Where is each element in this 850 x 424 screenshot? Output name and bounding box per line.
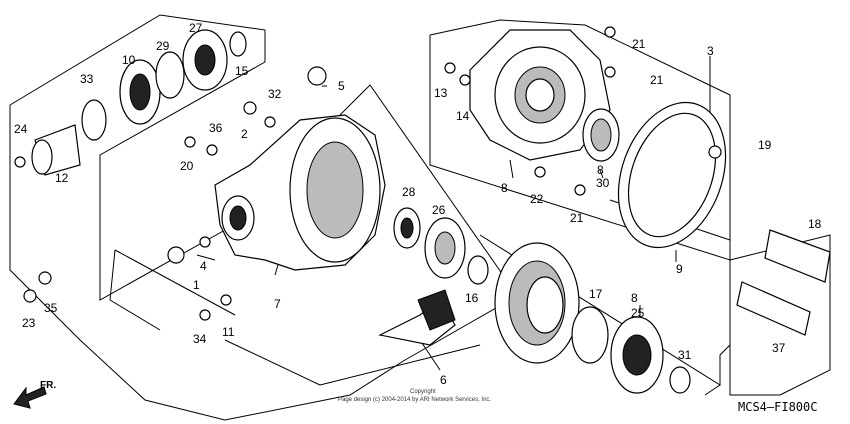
callout-21-top: 21 xyxy=(632,37,646,51)
pinion-bearing-stack xyxy=(31,29,247,176)
callout-2: 2 xyxy=(241,127,248,141)
callout-33: 33 xyxy=(80,72,94,86)
callout-26: 26 xyxy=(432,203,446,217)
callout-8-bearing: 8 xyxy=(631,291,638,305)
callout-19: 19 xyxy=(758,138,772,152)
copyright-line-2: Page design (c) 2004-2014 by ARI Network… xyxy=(338,397,491,403)
ring-gear xyxy=(494,242,580,364)
callout-34: 34 xyxy=(193,332,207,346)
callout-21-mid: 21 xyxy=(650,73,664,87)
callout-10: 10 xyxy=(122,53,136,67)
callout-30: 30 xyxy=(596,176,610,190)
callout-31: 31 xyxy=(678,348,692,362)
lower-bearings xyxy=(571,306,691,394)
callout-6: 6 xyxy=(440,373,447,387)
callout-32: 32 xyxy=(268,87,282,101)
final-drive-housing xyxy=(214,114,386,271)
callout-27: 27 xyxy=(189,21,203,35)
callout-29: 29 xyxy=(156,39,170,53)
wheel-studs xyxy=(736,229,831,336)
callout-18: 18 xyxy=(808,217,822,231)
copyright-line-1: Copyright xyxy=(410,389,436,395)
callout-12: 12 xyxy=(55,171,69,185)
callout-labels: 1 2 3 4 5 6 7 8 8 8 9 10 11 12 13 14 15 … xyxy=(14,21,822,387)
group-outlines xyxy=(9,14,831,421)
direction-label: FR. xyxy=(40,380,56,391)
callout-4: 4 xyxy=(200,259,207,273)
front-direction-arrow-icon xyxy=(13,386,47,409)
diagram-code: MCS4—FI800C xyxy=(738,400,817,414)
callout-21-low: 21 xyxy=(570,211,584,225)
callout-17: 17 xyxy=(589,287,603,301)
callout-22: 22 xyxy=(530,192,544,206)
callout-15: 15 xyxy=(235,64,249,78)
callout-8-flange: 8 xyxy=(501,181,508,195)
callout-8-seal: 8 xyxy=(597,163,604,177)
ring-gear-cover xyxy=(617,101,727,249)
callout-16: 16 xyxy=(465,291,479,305)
callout-23: 23 xyxy=(22,316,36,330)
callout-37: 37 xyxy=(772,341,786,355)
callout-1: 1 xyxy=(193,278,200,292)
pinion-gear xyxy=(378,289,456,346)
callout-11: 11 xyxy=(222,325,235,339)
oil-seal-upper-inner xyxy=(590,118,612,152)
callout-25: 25 xyxy=(631,306,645,320)
callout-5: 5 xyxy=(338,79,345,93)
callout-24: 24 xyxy=(14,122,28,136)
fasteners xyxy=(14,26,722,321)
callout-35: 35 xyxy=(44,301,58,315)
bearing-holder-flange xyxy=(469,29,611,161)
callout-3: 3 xyxy=(707,44,714,58)
center-bearings xyxy=(393,207,489,285)
callout-7: 7 xyxy=(274,297,281,311)
callout-36: 36 xyxy=(209,121,223,135)
callout-13: 13 xyxy=(434,86,448,100)
callout-14: 14 xyxy=(456,109,470,123)
callout-9: 9 xyxy=(676,262,683,276)
callout-20: 20 xyxy=(180,159,194,173)
callout-28: 28 xyxy=(402,185,416,199)
